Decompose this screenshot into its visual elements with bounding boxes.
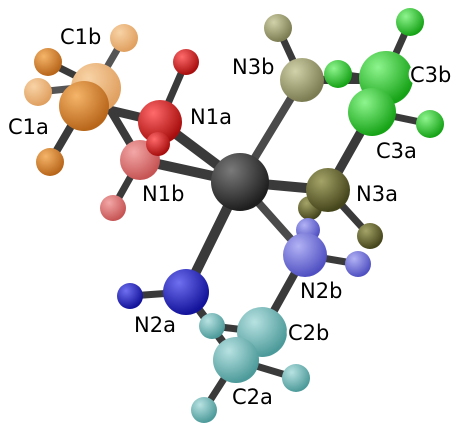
atom-c3a: [348, 88, 396, 136]
atom-h-n1a-top: [173, 49, 199, 75]
atom-h-n3a-right: [357, 223, 383, 249]
atom-n2a: [163, 269, 209, 315]
atom-h-n3b: [264, 14, 292, 42]
atom-metal-center: [211, 153, 269, 211]
atom-h-c2-left: [199, 313, 225, 339]
label-c2b: C2b: [288, 321, 329, 345]
atom-h-c3b-top: [396, 8, 424, 36]
atom-n1a: [138, 100, 182, 144]
label-n3b: N3b: [232, 55, 274, 79]
atom-n3b: [280, 58, 324, 102]
atom-h-c1-left-upper: [34, 48, 62, 76]
label-c1a: C1a: [8, 115, 49, 139]
label-c1b: C1b: [60, 25, 101, 49]
atom-h-n2a: [117, 283, 143, 309]
label-n2a: N2a: [134, 313, 176, 337]
atom-labels: C1b C1a N1a N1b N3b C3b C3a N3a N2b N2a …: [6, 23, 454, 412]
label-n1b: N1b: [142, 182, 184, 206]
atom-h-c2a-bottom: [191, 397, 217, 423]
atom-c2a: [213, 337, 259, 383]
atom-h-c2-right: [282, 364, 310, 392]
atom-h-c1-top: [110, 24, 138, 52]
atom-h-c1-bottom: [36, 148, 64, 176]
label-c3b: C3b: [410, 63, 451, 87]
atom-n2b: [283, 233, 327, 277]
atom-c1a: [59, 81, 109, 131]
atom-h-c3-right: [416, 110, 444, 138]
label-c3a: C3a: [376, 139, 417, 163]
label-n3a: N3a: [356, 182, 398, 206]
atoms: [24, 8, 444, 423]
atom-h-n1a-low: [146, 132, 170, 156]
atom-h-n2b: [345, 251, 371, 277]
label-c2a: C2a: [232, 385, 273, 409]
label-n1a: N1a: [190, 105, 232, 129]
atom-h-c3-left: [324, 60, 352, 88]
atom-n3a: [306, 168, 350, 212]
atom-h-n1b: [100, 195, 126, 221]
label-n2b: N2b: [300, 279, 342, 303]
atom-h-c1-left: [24, 78, 52, 106]
